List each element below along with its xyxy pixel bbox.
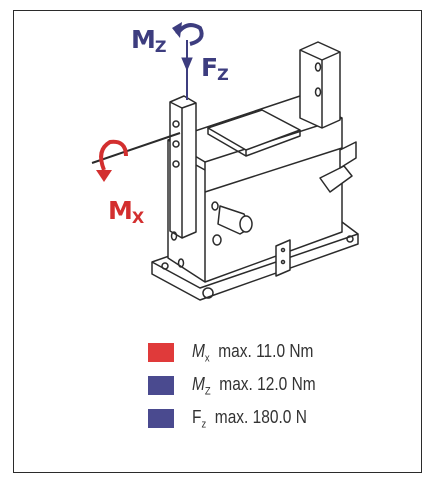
left-finger — [169, 95, 197, 239]
side-bolt-right — [319, 165, 353, 193]
legend-text-mx: Mx max. 11.0 Nm — [192, 340, 314, 365]
legend-text-mz: MZ max. 12.0 Nm — [192, 373, 316, 398]
moment-x-label: MX — [108, 196, 144, 227]
moment-x-arrow — [96, 139, 128, 182]
legend-text-fz: Fz max. 180.0 N — [192, 406, 307, 431]
right-finger — [299, 41, 341, 129]
load-legend: Mx max. 11.0 Nm MZ max. 12.0 Nm Fz max. … — [148, 336, 336, 435]
moment-z-arrow — [172, 22, 204, 46]
legend-swatch-fz — [148, 409, 174, 428]
legend-row-mz: MZ max. 12.0 Nm — [148, 369, 336, 402]
legend-row-mx: Mx max. 11.0 Nm — [148, 336, 336, 369]
moment-x-axis — [91, 132, 181, 164]
base-plate — [151, 233, 359, 301]
legend-swatch-mz — [148, 376, 174, 395]
force-z-arrow — [181, 40, 193, 100]
legend-swatch-mx — [148, 343, 174, 362]
side-slot — [275, 239, 291, 277]
force-z-label: FZ — [201, 53, 229, 84]
legend-row-fz: Fz max. 180.0 N — [148, 402, 336, 435]
moment-z-label: MZ — [131, 25, 166, 56]
